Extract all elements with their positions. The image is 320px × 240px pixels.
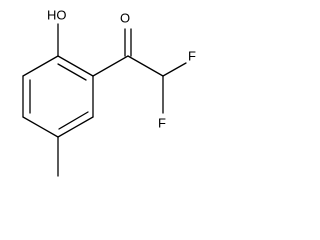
bond-ring-to-carbonyl: [92, 55, 129, 77]
ring-bond-top-right: [57, 55, 94, 77]
carbonyl-oxygen-label: O: [120, 10, 130, 25]
hydroxyl-label: HO: [47, 7, 67, 22]
ring-bond-bottom-right: [57, 116, 94, 138]
bond-to-fluorine-upper: [162, 62, 187, 77]
fluorine-upper-label: F: [188, 48, 196, 63]
ring-bond-bottom-right-inner: [58, 111, 89, 130]
fluorine-lower-label: F: [158, 115, 166, 130]
atom-labels: HO O F F: [47, 7, 196, 130]
ring-bond-top-right-inner: [57, 63, 87, 81]
structure-drawing: HO O F F: [22, 7, 196, 177]
ring-bond-top-left: [22, 55, 59, 77]
bond-carbonyl-to-chf2: [127, 55, 164, 77]
ring-bond-bottom-left: [22, 116, 59, 138]
bond-set: [22, 23, 187, 177]
